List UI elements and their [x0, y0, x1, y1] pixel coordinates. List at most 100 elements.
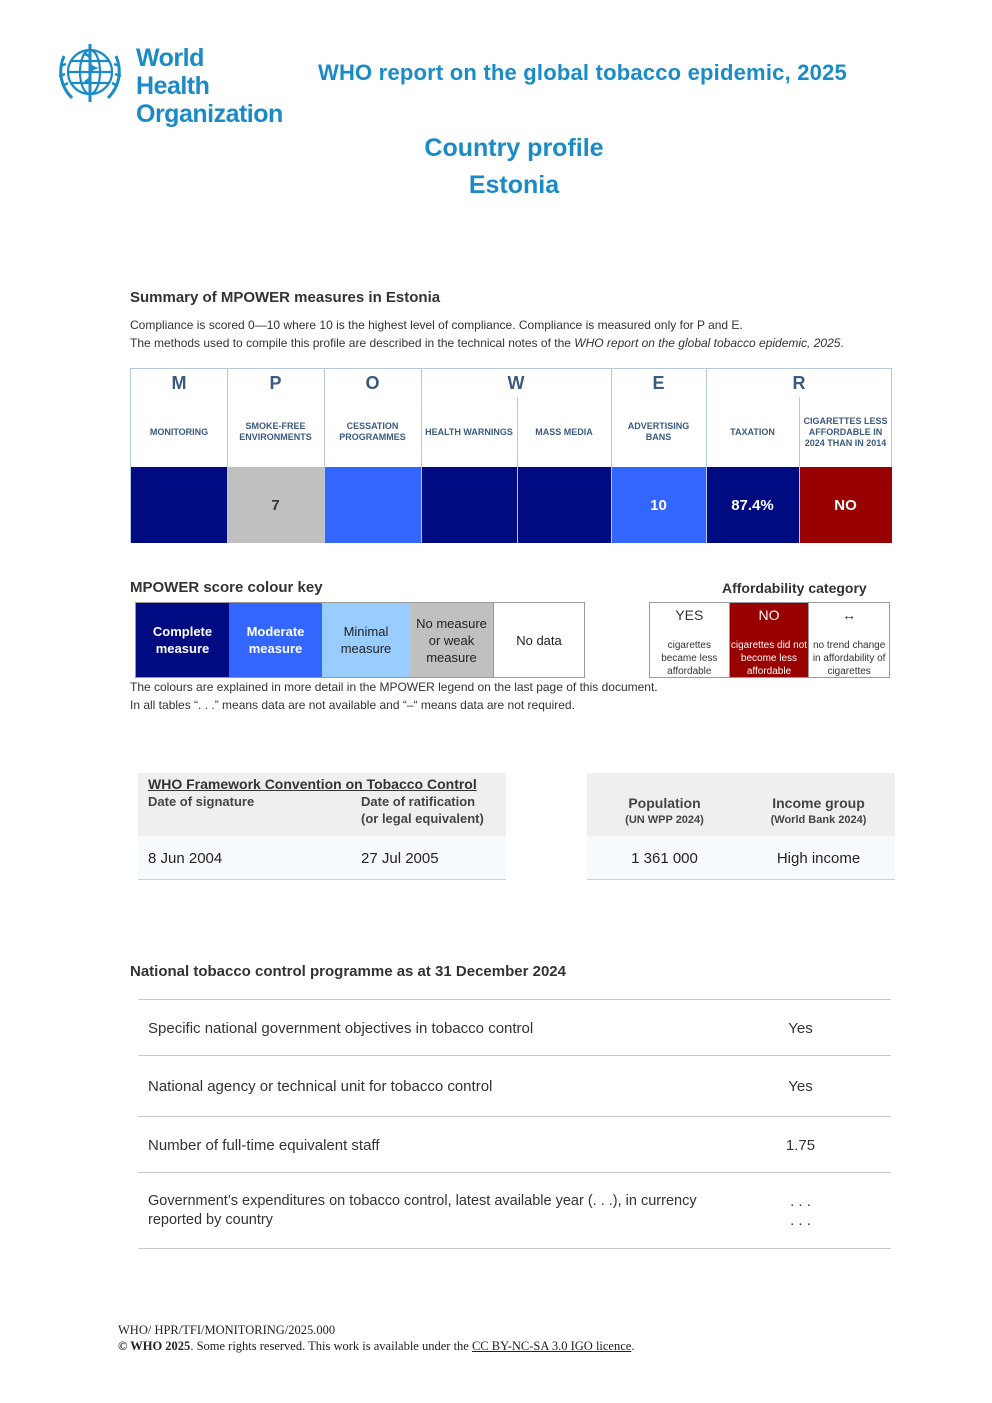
who-logo: World Health Organization — [52, 36, 283, 128]
population-source: (UN WPP 2024) — [625, 814, 704, 826]
affordability-key: YES cigarettes became less affordable NO… — [649, 602, 890, 678]
population-header: Population (UN WPP 2024) Income group (W… — [587, 773, 895, 836]
cell-monitoring — [131, 467, 227, 543]
divider — [227, 369, 228, 543]
ntcp-row: Number of full-time equivalent staff 1.7… — [138, 1116, 891, 1173]
letter-o: O — [365, 373, 380, 393]
copyright-year: © WHO 2025 — [118, 1339, 191, 1353]
mpower-col-e: E ADVERTISING BANS 10 — [611, 369, 706, 543]
letter-w: W — [507, 373, 525, 393]
aff-no-change-text: no trend change in affordability of ciga… — [812, 640, 886, 677]
label-cessation: CESSATION PROGRAMMES — [339, 421, 406, 442]
summary-note-1: Compliance is scored 0—10 where 10 is th… — [130, 318, 743, 332]
ntcp-question-cont: reported by country — [148, 1212, 273, 1228]
summary-title: Summary of MPOWER measures in Estonia — [130, 289, 441, 306]
letter-r: R — [792, 373, 806, 393]
ntcp-question: National agency or technical unit for to… — [148, 1078, 493, 1095]
ntcp-answer: . . . — [790, 1193, 811, 1210]
cell-smoke-free: 7 — [227, 467, 324, 543]
fctc-signature-date: 8 Jun 2004 — [148, 850, 223, 867]
divider — [517, 397, 518, 543]
divider — [706, 369, 707, 543]
population-label: Population — [628, 795, 701, 811]
profile-title: Country profile — [424, 134, 604, 162]
org-name-line2: Organization — [136, 100, 283, 128]
org-name-line1: World Health — [136, 44, 210, 100]
divider — [324, 369, 325, 543]
document-code: WHO/ HPR/TFI/MONITORING/2025.000 — [118, 1323, 336, 1337]
ntcp-row: National agency or technical unit for to… — [138, 1055, 891, 1117]
fctc-ratification-date: 27 Jul 2005 — [361, 850, 439, 867]
ntcp-question: Government’s expenditures on tobacco con… — [148, 1193, 697, 1209]
note-end: . — [840, 336, 844, 350]
report-title: WHO report on the global tobacco epidemi… — [318, 60, 847, 85]
affordability-title: Affordability category — [722, 580, 867, 596]
letter-m: M — [171, 373, 187, 393]
ntcp-question: Number of full-time equivalent staff — [148, 1137, 380, 1154]
mpower-col-p: P SMOKE-FREE ENVIRONMENTS 7 — [227, 369, 324, 543]
divider — [421, 369, 422, 543]
mpower-col-m: M MONITORING — [131, 369, 227, 543]
licence-link[interactable]: CC BY-NC-SA 3.0 IGO licence — [471, 1339, 632, 1353]
country-name: Estonia — [468, 171, 560, 199]
population-table: Population (UN WPP 2024) Income group (W… — [587, 773, 895, 880]
score-colour-key: Complete measure Moderate measure Minima… — [135, 602, 585, 678]
key-minimal: Minimal measure — [322, 603, 410, 677]
fctc-header: WHO Framework Convention on Tobacco Cont… — [138, 773, 506, 836]
label-mass-media: MASS MEDIA — [535, 426, 593, 437]
note-report-title: WHO report on the global tobacco epidemi… — [574, 336, 841, 350]
aff-no-text: cigarettes did not become less affordabl… — [730, 640, 808, 677]
key-title: MPOWER score colour key — [130, 579, 323, 596]
population-value: 1 361 000 — [631, 850, 698, 867]
key-no-measure: No measure or weak measure — [410, 603, 494, 677]
fctc-row: 8 Jun 2004 27 Jul 2005 — [138, 836, 506, 880]
mpower-col-w: W HEALTH WARNINGS MASS MEDIA — [421, 369, 611, 543]
ntcp-answer-cont: . . . — [790, 1212, 811, 1229]
income-source: (World Bank 2024) — [770, 814, 867, 826]
fctc-ratification-sub: (or legal equivalent) — [361, 811, 484, 826]
ntcp-answer: Yes — [788, 1078, 813, 1095]
cell-taxation: 87.4% — [706, 467, 799, 543]
cell-health-warnings — [421, 467, 517, 543]
aff-arrow-icon: ↔ — [842, 607, 857, 623]
divider — [611, 369, 612, 543]
key-moderate: Moderate measure — [229, 603, 322, 677]
ntcp-title: National tobacco control programme as at… — [130, 963, 566, 980]
note-text: The methods used to compile this profile… — [130, 336, 575, 350]
letter-e: E — [652, 373, 665, 393]
cell-advertising: 10 — [611, 467, 706, 543]
aff-yes: YES cigarettes became less affordable — [650, 603, 730, 677]
cell-mass-media — [517, 467, 611, 543]
divider — [799, 397, 800, 543]
mpower-col-o: O CESSATION PROGRAMMES — [324, 369, 421, 543]
who-emblem-icon — [58, 44, 122, 102]
fctc-table: WHO Framework Convention on Tobacco Cont… — [138, 773, 506, 880]
aff-yes-text: cigarettes became less affordable — [661, 640, 718, 677]
copyright: © WHO 2025. Some rights reserved. This w… — [118, 1338, 634, 1354]
copyright-end: . — [631, 1339, 635, 1353]
mpower-table: M MONITORING P SMOKE-FREE ENVIRONMENTS 7… — [130, 368, 892, 543]
label-advertising: ADVERTISING BANS — [627, 421, 690, 442]
copyright-text: . Some rights reserved. This work is ava… — [190, 1339, 472, 1353]
aff-no: NO cigarettes did not become less afford… — [729, 603, 810, 677]
aff-yes-head: YES — [675, 607, 704, 623]
population-row: 1 361 000 High income — [587, 836, 895, 880]
cell-cessation — [324, 467, 421, 543]
cell-affordability: NO — [799, 467, 892, 543]
ntcp-answer: 1.75 — [785, 1137, 816, 1154]
key-no-data: No data — [494, 603, 584, 677]
label-taxation: TAXATION — [730, 426, 775, 437]
mpower-col-r: R TAXATION CIGARETTES LESS AFFORDABLE IN… — [706, 369, 892, 543]
summary-note-2: The methods used to compile this profile… — [130, 336, 844, 350]
key-note-2: In all tables “. . .” means data are not… — [130, 698, 575, 712]
label-smoke-free: SMOKE-FREE ENVIRONMENTS — [239, 421, 312, 442]
letter-p: P — [269, 373, 282, 393]
fctc-signature-header: Date of signature — [148, 794, 255, 809]
fctc-ratification-header: Date of ratification — [361, 794, 476, 809]
aff-no-change: ↔ no trend change in affordability of ci… — [809, 603, 889, 677]
aff-no-head: NO — [758, 607, 780, 623]
income-value: High income — [776, 850, 861, 867]
footer: WHO/ HPR/TFI/MONITORING/2025.000 © WHO 2… — [118, 1322, 634, 1354]
income-label: Income group — [772, 795, 865, 811]
ntcp-row: Government’s expenditures on tobacco con… — [138, 1172, 891, 1249]
